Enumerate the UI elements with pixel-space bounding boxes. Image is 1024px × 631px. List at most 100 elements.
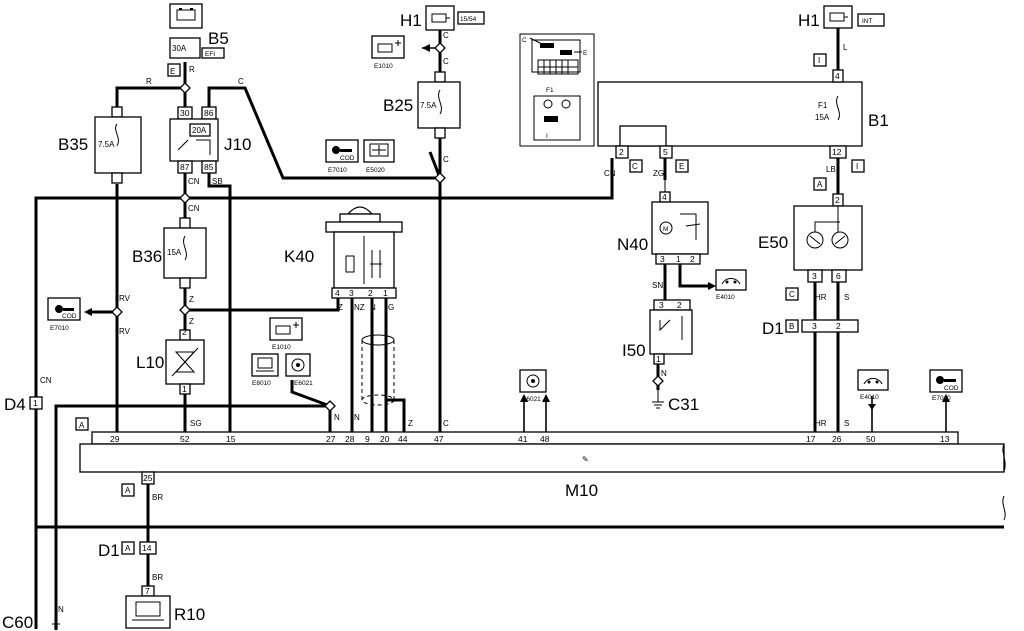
d4-connector: D4 1 CN N	[4, 376, 64, 614]
svg-text:15/54: 15/54	[460, 16, 477, 23]
fuse-box-inset: C E F1 I	[519, 33, 595, 147]
svg-text:A: A	[125, 544, 131, 553]
svg-text:15A: 15A	[815, 113, 830, 122]
d4-label: D4	[4, 395, 26, 414]
n40-motor: 4 M 3 1 2 N40 SN	[617, 180, 709, 290]
svg-text:7.5A: 7.5A	[420, 101, 437, 110]
svg-text:E: E	[679, 162, 684, 171]
svg-text:HR: HR	[815, 419, 827, 428]
e7010-ref-right: COD E7010	[929, 369, 963, 402]
e5020-ref: E5020	[363, 139, 395, 174]
c31-ground: C31	[652, 386, 699, 414]
svg-text:CN: CN	[188, 177, 200, 186]
svg-text:3: 3	[812, 321, 817, 331]
e50-label: E50	[758, 233, 788, 252]
svg-text:SG: SG	[190, 419, 202, 428]
svg-text:SN: SN	[652, 281, 663, 290]
svg-text:A: A	[817, 180, 823, 189]
svg-text:BR: BR	[152, 493, 163, 502]
svg-text:E7010: E7010	[328, 167, 347, 174]
svg-text:12: 12	[832, 147, 842, 157]
svg-text:C: C	[789, 290, 795, 299]
i50-switch: 3 2 1 I50 N	[622, 299, 693, 378]
m10-connector-a: A	[79, 421, 85, 430]
svg-text:9: 9	[365, 434, 370, 444]
svg-text:1: 1	[656, 354, 661, 364]
svg-text:C: C	[443, 155, 449, 164]
svg-text:E8010: E8010	[252, 380, 271, 387]
r10-radio: 7 R10	[125, 585, 205, 629]
h1-left-label: H1	[400, 11, 422, 30]
svg-text:15: 15	[226, 434, 236, 444]
svg-text:F1: F1	[818, 101, 828, 110]
r10-label: R10	[174, 605, 205, 624]
svg-text:E4010: E4010	[716, 294, 735, 301]
e8010-ref: E8010	[251, 353, 279, 387]
svg-text:47: 47	[434, 434, 444, 444]
svg-text:CN: CN	[40, 376, 52, 385]
main-wires	[34, 28, 1004, 630]
b5-fuse: 30A EFI B5 R R C E	[146, 3, 244, 86]
b35-fuse: 7.5A B35 RV RV	[58, 106, 142, 336]
b36-fuse: 15A B36 Z Z	[132, 217, 207, 326]
svg-text:86: 86	[204, 108, 214, 118]
m10-pins: 29 52 15 27 28 9 20 44 47 41 48 17 26 50…	[110, 434, 950, 444]
svg-text:R: R	[146, 77, 152, 86]
svg-text:2: 2	[835, 195, 840, 205]
svg-text:1: 1	[182, 384, 187, 394]
e7010-ref-mid: COD E7010	[325, 139, 359, 174]
svg-text:27: 27	[326, 434, 336, 444]
svg-text:17: 17	[806, 434, 816, 444]
d1-bottom-label: D1	[98, 541, 120, 560]
svg-text:7: 7	[145, 586, 150, 596]
svg-text:E: E	[170, 67, 175, 76]
svg-text:C: C	[238, 77, 244, 86]
svg-text:CN: CN	[188, 204, 200, 213]
svg-text:C: C	[443, 419, 449, 428]
svg-text:G: G	[388, 303, 394, 312]
svg-text:HR: HR	[815, 293, 827, 302]
svg-text:1: 1	[383, 288, 388, 298]
svg-text:RV: RV	[119, 294, 131, 303]
b35-label: B35	[58, 135, 88, 154]
svg-text:EFI: EFI	[205, 51, 215, 58]
h1-right-label: H1	[798, 11, 820, 30]
svg-text:E1010: E1010	[272, 344, 291, 351]
l10-sensor: 2 1 L10 SG	[136, 327, 205, 428]
j10-relay: 30 86 20A 87 85 J10 CN SB CN	[169, 106, 251, 213]
svg-text:CN: CN	[604, 169, 616, 178]
svg-text:E6021: E6021	[294, 380, 313, 387]
svg-text:E: E	[583, 50, 588, 57]
b36-label: B36	[132, 247, 162, 266]
svg-text:ZG: ZG	[653, 169, 664, 178]
svg-text:2: 2	[182, 327, 187, 337]
h1-ignition-left: 15/54 H1 C C	[400, 5, 485, 66]
svg-text:2: 2	[368, 288, 373, 298]
signal-arrows	[84, 44, 950, 432]
svg-text:15A: 15A	[167, 248, 182, 257]
svg-text:3: 3	[659, 300, 664, 310]
c31-label: C31	[668, 395, 699, 414]
svg-text:20A: 20A	[192, 126, 207, 135]
svg-text:30A: 30A	[172, 44, 187, 53]
svg-text:C: C	[443, 31, 449, 40]
svg-text:COD: COD	[340, 155, 355, 162]
svg-text:N: N	[334, 413, 340, 422]
m10-label: M10	[565, 481, 598, 500]
diagnostic-icon: ✎	[582, 455, 589, 464]
svg-text:28: 28	[345, 434, 355, 444]
svg-text:A: A	[125, 486, 131, 495]
svg-text:2: 2	[836, 321, 841, 331]
svg-text:20: 20	[380, 434, 390, 444]
svg-text:50: 50	[866, 434, 876, 444]
svg-text:E6021: E6021	[522, 396, 541, 403]
l10-label: L10	[136, 353, 164, 372]
svg-text:4: 4	[835, 71, 840, 81]
svg-text:F1: F1	[546, 87, 554, 94]
svg-text:C: C	[522, 37, 527, 44]
e7010-ref-left: COD E7010	[47, 297, 81, 332]
svg-text:INT: INT	[862, 18, 873, 25]
svg-text:N: N	[661, 369, 667, 378]
svg-text:Z: Z	[189, 295, 194, 304]
svg-text:3: 3	[812, 271, 817, 281]
